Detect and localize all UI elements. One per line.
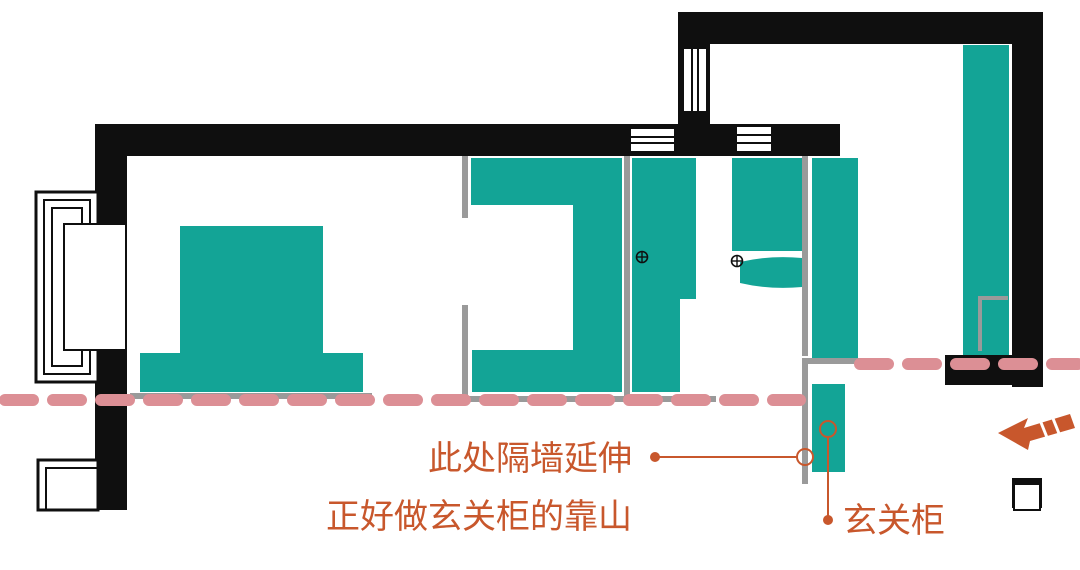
window-left-opening [63,223,127,351]
callout-leaders [650,420,837,525]
axis-lines [0,358,1080,406]
wall-note-line2: 正好做玄关柜的靠山 [326,497,632,537]
cabinet-label: 玄关柜 [843,501,945,541]
wall-note-line1: 此处隔墙延伸 [428,439,632,479]
crosshair-circle-icon [730,254,744,268]
partition-3 [624,156,630,396]
wall-right-outer [1012,12,1043,387]
partition-2 [462,305,468,400]
partition-1 [462,156,468,218]
windows-group [34,47,1041,512]
arrow-left-icon [998,414,1075,450]
partition-6 [808,358,864,364]
wall-top-right [678,12,1043,44]
leader-wall-dot [650,452,660,462]
window-top-1 [629,127,676,153]
cabinet-line-right-v [978,296,982,351]
leader-wall-ring [796,448,814,466]
cabinet-line-right [978,296,1008,300]
partition-5 [802,358,808,484]
sofa-block [471,158,622,392]
wall-left-upper [95,124,127,224]
bay-window-lower-inner [45,467,99,511]
bath-niche [697,156,729,218]
wardrobe-left-lower [632,299,680,392]
leader-cabinet-dot [823,515,833,525]
bathtub-block [740,257,802,288]
window-vertical [682,47,708,113]
bath-cabinet [732,158,802,251]
window-lower-right [1013,483,1041,511]
closet-strip [812,158,858,358]
leader-cabinet-ring [819,420,837,438]
wardrobe-left [632,158,696,299]
partition-4 [802,156,808,356]
window-top-2 [735,125,773,153]
bed-block [140,226,363,392]
wall-left-lower [95,350,127,510]
furniture-group [140,45,1009,472]
wall-top-main [95,124,840,156]
outlets-group [635,250,744,268]
right-wardrobe [963,45,1009,355]
crosshair-circle-icon [635,250,649,264]
walls-group [95,12,1043,510]
